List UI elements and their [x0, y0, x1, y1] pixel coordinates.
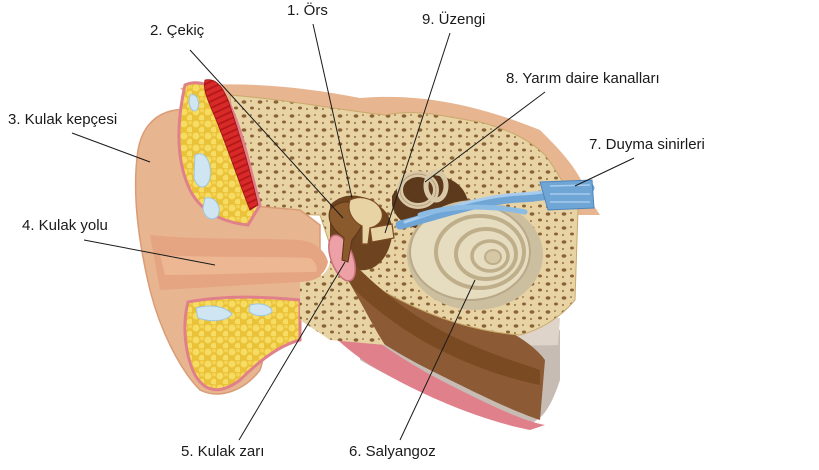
leader-ors	[312, 23, 353, 199]
label-salyangoz: 6. Salyangoz	[349, 443, 436, 460]
anvil-bone	[348, 197, 383, 245]
leader-salyangoz	[399, 279, 476, 441]
label-kulak-zari: 5. Kulak zarı	[181, 443, 265, 460]
cochlea	[407, 200, 543, 310]
leader-lines	[71, 23, 635, 441]
label-kulak-yolu: 4. Kulak yolu	[22, 217, 108, 234]
eustachian-tube	[340, 262, 540, 385]
leader-duyma-sinirleri	[574, 157, 635, 187]
leader-kulak-zari	[238, 261, 346, 441]
leader-kulak-kepcesi	[71, 132, 151, 163]
leader-yarim-daire	[424, 91, 546, 183]
label-cekic: 2. Çekiç	[150, 22, 205, 39]
semicircular-canals	[397, 169, 449, 209]
temporal-muscle	[204, 79, 259, 211]
stirrup-bone	[369, 223, 395, 243]
label-kulak-kepcesi: 3. Kulak kepçesi	[8, 111, 118, 128]
leader-uzengi	[384, 32, 451, 234]
label-duyma-sinirleri: 7. Duyma sinirleri	[589, 136, 705, 153]
label-ors: 1. Örs	[287, 2, 328, 19]
skin-top-band	[180, 84, 600, 215]
label-yarim-daire-kanallari: 8. Yarım daire kanalları	[506, 70, 660, 87]
auditory-nerves	[395, 179, 595, 230]
leader-kulak-yolu	[83, 239, 216, 266]
leader-cekic	[189, 49, 344, 219]
label-uzengi: 9. Üzengi	[422, 11, 486, 28]
